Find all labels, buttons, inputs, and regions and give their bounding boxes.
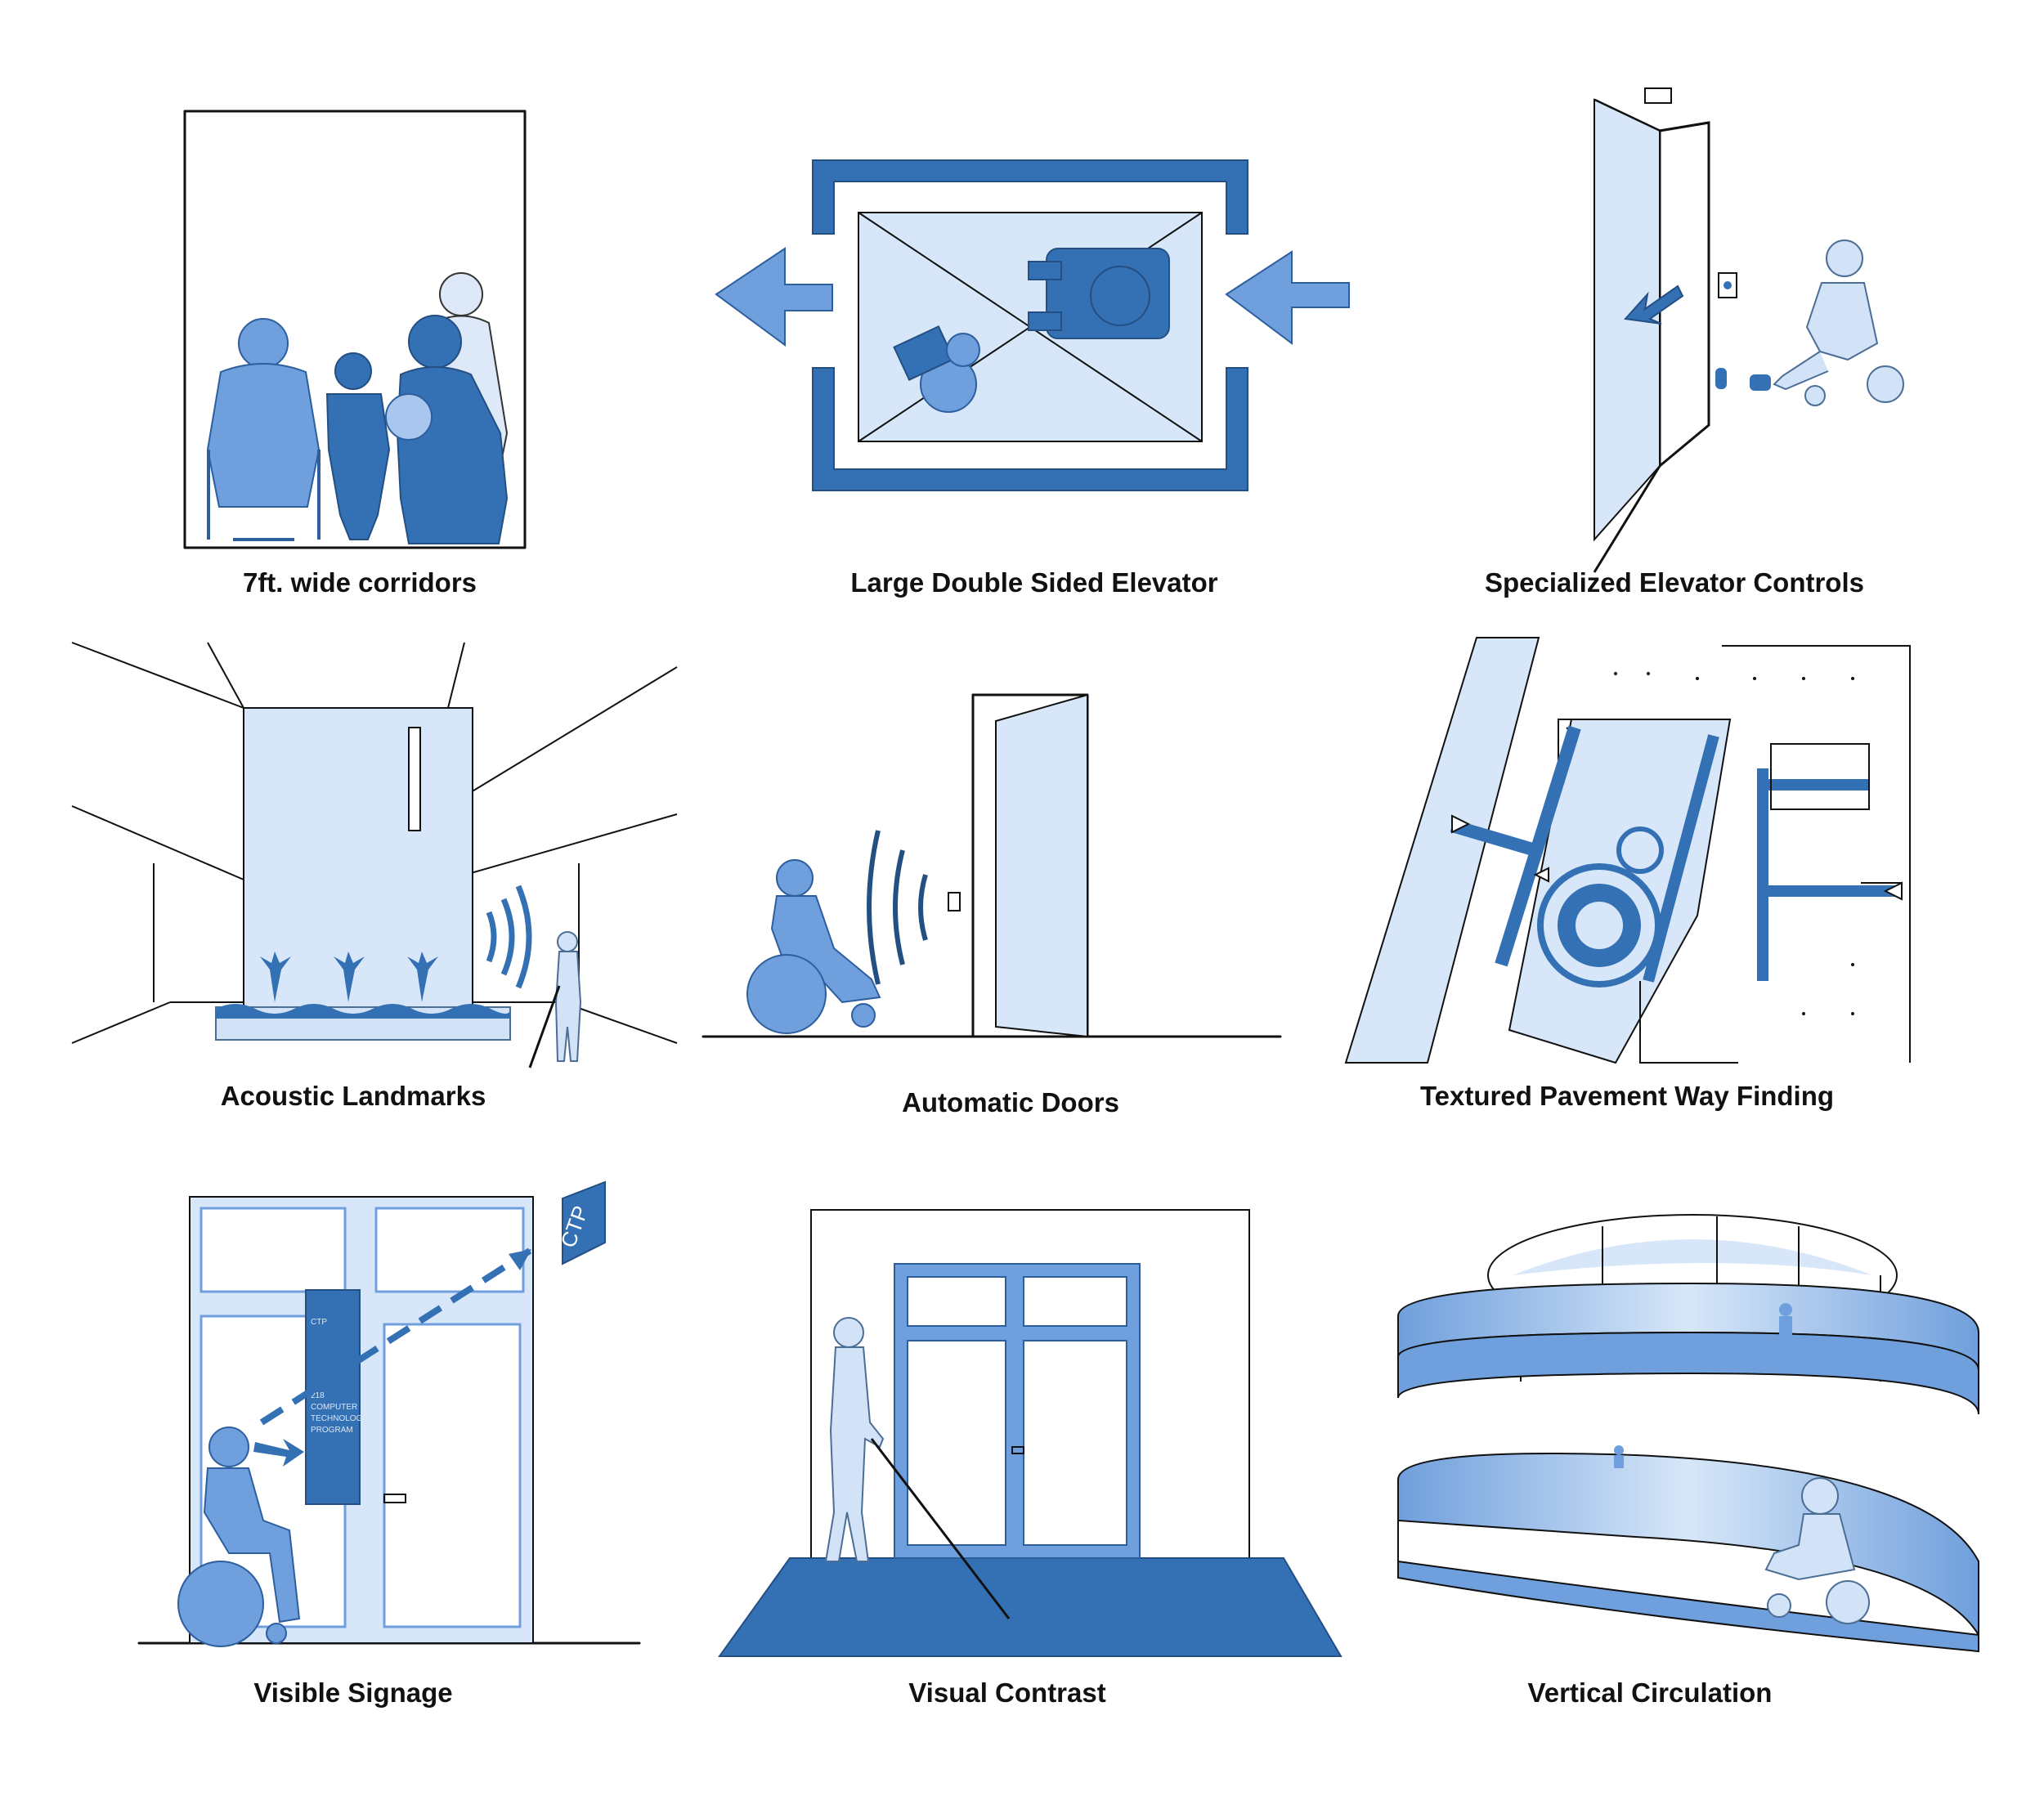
panel-pavement: [1344, 637, 1911, 1071]
sightline-dashed: [259, 1247, 532, 1426]
contrast-floor-mat: [718, 1557, 1342, 1657]
directory-board-title: CTP: [311, 1318, 327, 1327]
person-with-cane: [528, 931, 582, 1068]
sound-waves-icon: [486, 885, 532, 989]
elevator-illustration: [715, 159, 1350, 491]
wheelchair-user-pale: [1764, 1477, 1870, 1624]
caption-signage: Visible Signage: [253, 1677, 453, 1708]
caption-elevator: Large Double Sided Elevator: [850, 567, 1218, 598]
arrow-to-board-icon: [253, 1439, 304, 1467]
wheelchair-plan-dark: [1028, 248, 1170, 339]
panel-doors: [702, 687, 1284, 1046]
panel-acoustic: [71, 642, 678, 1068]
entry-arrow-icons: [1451, 814, 1903, 901]
caption-acoustic: Acoustic Landmarks: [220, 1081, 486, 1111]
circulation-illustration: [1397, 1214, 1979, 1653]
directory-line-1: 218: [311, 1391, 325, 1400]
call-button-panel: [1718, 272, 1737, 298]
directory-line-2: COMPUTER: [311, 1403, 357, 1412]
caption-doors: Automatic Doors: [902, 1087, 1119, 1117]
fountain-plants: [260, 952, 438, 1002]
acoustic-illustration: [71, 642, 678, 1068]
spiral-ramp: [1397, 1282, 1979, 1653]
floor-indicator: [1644, 87, 1672, 104]
person-with-cane: [824, 1317, 1011, 1619]
door-sensor: [948, 892, 961, 911]
caption-pavement: Textured Pavement Way Finding: [1419, 1081, 1835, 1111]
signage-illustration: CTP 218 COMPUTER TECHNOLOGIES PROGRAM CT…: [137, 1180, 641, 1647]
caption-circulation: Vertical Circulation: [1527, 1677, 1773, 1708]
elevator-wall-top: [812, 159, 1248, 235]
caption-controls: Specialized Elevator Controls: [1485, 567, 1864, 598]
sensor-waves-icon: [867, 830, 928, 985]
arrow-in-icon: [1225, 250, 1350, 345]
directory-board: CTP 218 COMPUTER TECHNOLOGIES PROGRAM: [305, 1289, 376, 1505]
panel-controls: [1504, 82, 1913, 573]
directory-line-3: TECHNOLOGIES: [311, 1414, 376, 1423]
person-plan-medium: [893, 325, 980, 413]
low-call-button: [1715, 368, 1727, 389]
child-person: [325, 352, 391, 540]
wheelchair-user-mid: [177, 1427, 301, 1647]
contrast-illustration: [718, 1209, 1342, 1657]
directory-line-4: PROGRAM: [311, 1426, 353, 1435]
elevator-wall-bottom: [812, 367, 1248, 491]
panel-signage: CTP 218 COMPUTER TECHNOLOGIES PROGRAM CT…: [137, 1153, 646, 1659]
panel-contrast: [718, 1202, 1342, 1659]
call-button: [1724, 281, 1732, 289]
adult-with-wheelchair: [385, 315, 509, 544]
caption-contrast: Visual Contrast: [908, 1677, 1106, 1708]
arrow-down-left-icon: [1623, 284, 1684, 325]
arrow-left-icon: [715, 247, 833, 347]
guide-path-left: [1495, 725, 1581, 967]
panel-corridors: [164, 90, 556, 564]
controls-illustration: [1593, 87, 1904, 573]
corridor-frame: [183, 110, 527, 549]
pavement-plan: [1344, 637, 1911, 1064]
distant-person-upper: [1779, 1303, 1792, 1336]
door-handle: [383, 1494, 406, 1503]
wheelchair-user-medium: [206, 318, 320, 541]
corridors-illustration: [183, 110, 527, 549]
caption-corridors: 7ft. wide corridors: [242, 567, 477, 598]
doors-illustration: [702, 693, 1282, 1038]
glass-door: [383, 1323, 522, 1628]
distant-person-middle: [1614, 1445, 1624, 1468]
sightline-arrowhead-icon: [509, 1249, 531, 1270]
panel-elevator: [703, 139, 1357, 515]
panel-circulation: [1390, 1210, 1979, 1653]
wheelchair-user-pale: [1750, 240, 1904, 406]
wheelchair-user-medium: [746, 859, 881, 1034]
overhead-sign: CTP: [555, 1180, 606, 1265]
open-door: [995, 693, 1088, 1038]
exterior-walkway: [1344, 637, 1540, 1064]
